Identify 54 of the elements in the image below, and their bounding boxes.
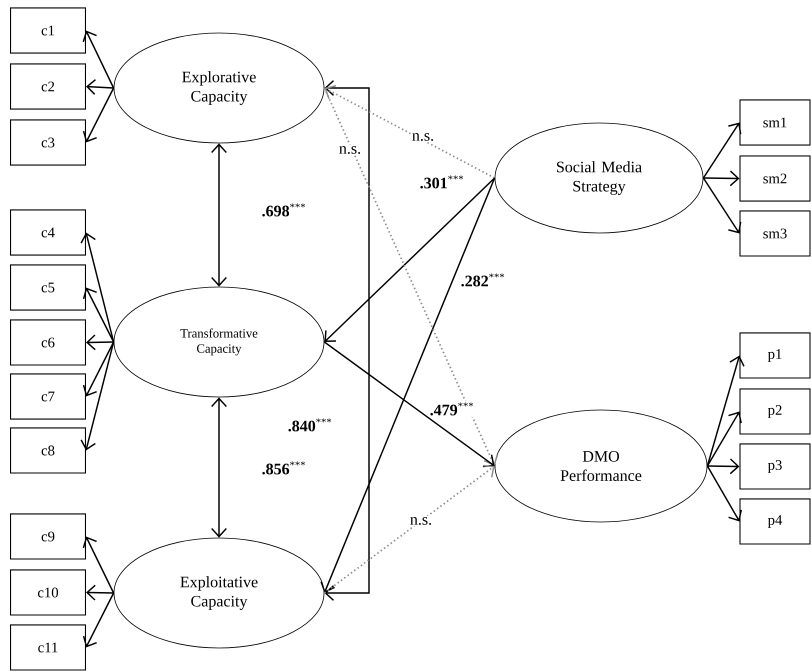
arrow — [86, 334, 114, 350]
indicator-box: p1 — [739, 332, 811, 379]
edge-label: .479$^{***}$ — [428, 401, 476, 417]
indicator-box: c7 — [10, 373, 86, 420]
arrow — [324, 464, 495, 594]
edge-label: n.s. — [338, 144, 362, 156]
indicator-box: c2 — [10, 63, 86, 110]
arrow — [324, 85, 496, 179]
arrow — [324, 177, 496, 342]
arrow — [320, 178, 496, 593]
edge-label: n.s. — [408, 516, 434, 526]
arrow — [86, 79, 114, 95]
arrow — [324, 88, 498, 466]
arrow — [706, 412, 742, 466]
indicator-box: c1 — [10, 7, 86, 54]
arrow — [80, 342, 114, 450]
arrow — [82, 88, 114, 142]
indicator-box: c5 — [10, 264, 86, 311]
edge-label: .282$^{***}$ — [459, 272, 507, 288]
indicator-box: sm1 — [739, 99, 811, 146]
indicator-box: c8 — [10, 427, 86, 474]
indicator-box: sm3 — [739, 210, 811, 257]
arrow — [702, 178, 742, 234]
indicator-box: c10 — [10, 569, 86, 616]
indicator-box: c3 — [10, 119, 86, 166]
arrow — [86, 584, 114, 601]
arrow — [82, 30, 114, 88]
arrow — [702, 122, 742, 178]
indicator-box: c11 — [10, 624, 86, 671]
arrow — [82, 536, 114, 594]
indicator-box: p4 — [739, 498, 811, 545]
arrow — [82, 288, 114, 342]
indicator-box: c9 — [10, 513, 86, 560]
edge-label: .698$^{***}$ — [260, 202, 308, 218]
edge-label: n.s. — [410, 132, 436, 142]
indicator-box: c6 — [10, 319, 86, 366]
arrow — [82, 342, 114, 396]
arrow — [703, 170, 740, 186]
arrow — [706, 356, 745, 466]
edge-label: .856$^{***}$ — [260, 460, 308, 476]
edge-label: .840$^{***}$ — [286, 417, 334, 433]
arrow — [80, 232, 114, 342]
indicator-box: sm2 — [739, 155, 811, 202]
arrow — [211, 397, 227, 538]
arrow — [324, 80, 370, 601]
arrow — [706, 466, 742, 522]
edge-label: .301$^{***}$ — [418, 174, 466, 190]
indicator-box: p3 — [739, 443, 811, 490]
arrow — [82, 592, 114, 648]
indicator-box: c4 — [10, 209, 86, 256]
arrow — [211, 143, 227, 287]
arrow — [324, 341, 495, 468]
indicator-box: p2 — [739, 388, 811, 435]
arrow — [707, 458, 740, 474]
